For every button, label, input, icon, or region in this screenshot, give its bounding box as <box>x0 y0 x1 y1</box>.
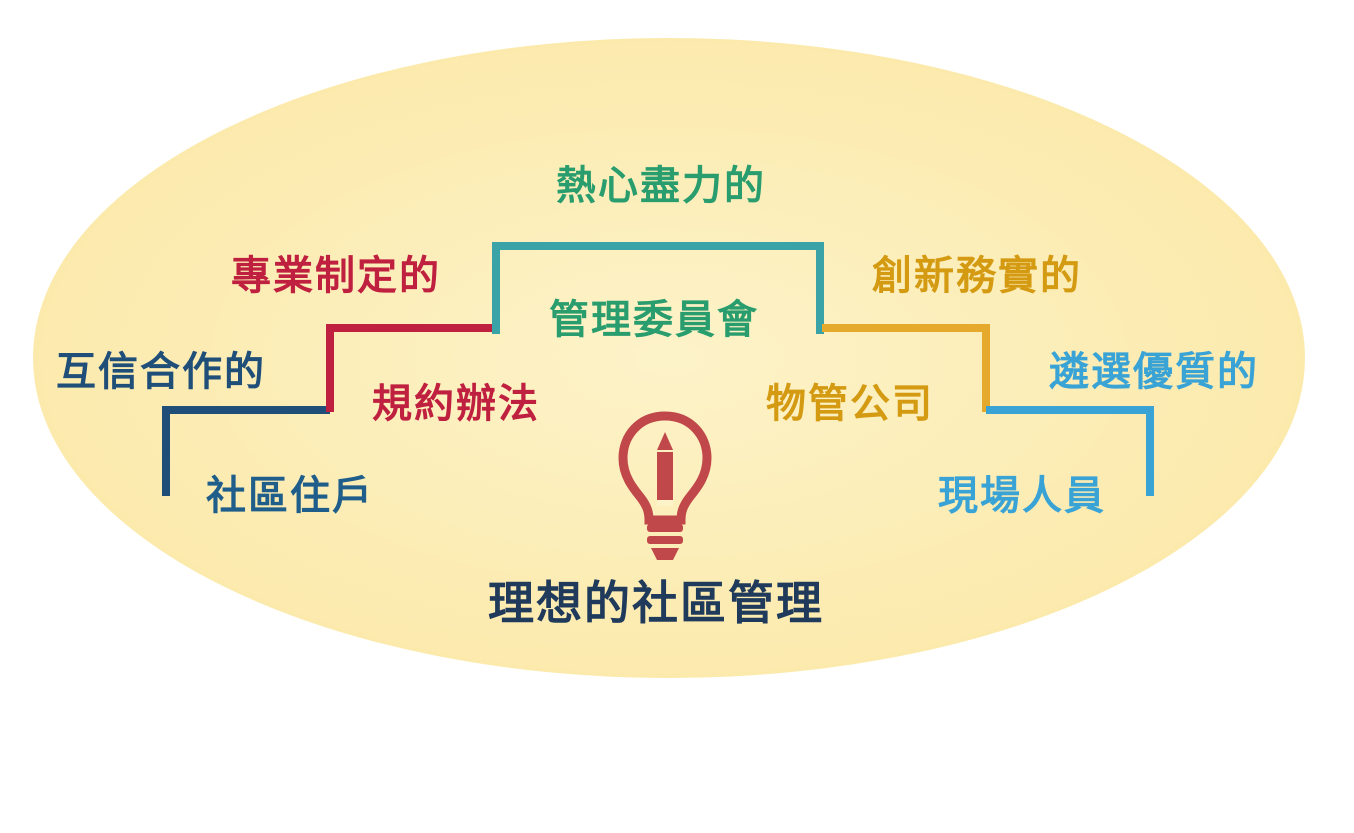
diagram-title: 理想的社區管理 <box>488 576 824 630</box>
lightbulb-pencil-icon <box>618 411 712 560</box>
step-line-rules <box>326 324 496 412</box>
step-line-committee <box>492 242 824 334</box>
role-onsite-staff: 現場人員 <box>938 473 1106 519</box>
adjective-onsite-staff: 遴選優質的 <box>1049 349 1259 395</box>
role-rules: 規約辦法 <box>372 381 540 427</box>
role-management-company: 物管公司 <box>766 381 934 427</box>
adjective-management-company: 創新務實的 <box>872 253 1082 299</box>
adjective-residents: 互信合作的 <box>56 349 266 395</box>
step-line-management-company <box>822 324 990 412</box>
step-line-onsite-staff <box>986 406 1154 496</box>
adjective-committee: 熱心盡力的 <box>556 163 766 209</box>
background-ellipse <box>33 38 1305 678</box>
role-committee: 管理委員會 <box>549 297 759 343</box>
step-line-residents <box>162 406 330 496</box>
role-residents: 社區住戶 <box>206 473 374 519</box>
adjective-rules: 專業制定的 <box>231 253 441 299</box>
